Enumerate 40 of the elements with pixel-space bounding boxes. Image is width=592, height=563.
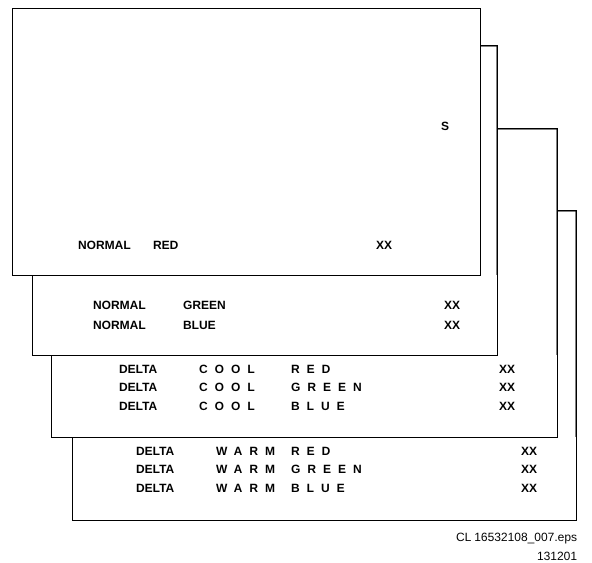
mode-label: NORMAL (93, 298, 146, 312)
value-label: XX (521, 444, 538, 458)
color-label: RED (291, 362, 338, 376)
value-label: XX (521, 481, 538, 495)
color-label: GREEN (183, 298, 226, 312)
mode-label: DELTA (136, 481, 174, 495)
tone-label: WARM (216, 462, 282, 476)
value-label: XX (444, 298, 460, 312)
mode-label: DELTA (119, 380, 158, 394)
file-name-label: CL 16532108_007.eps (456, 530, 577, 544)
value-label: XX (499, 399, 516, 413)
mode-label: DELTA (136, 444, 174, 458)
mode-label: DELTA (119, 399, 158, 413)
value-label: XX (444, 318, 460, 332)
marker-label: S (441, 119, 450, 133)
tone-label: WARM (216, 481, 282, 495)
value-label: XX (521, 462, 538, 476)
value-label: XX (499, 380, 516, 394)
panel-card (72, 437, 577, 521)
tone-label: COOL (199, 362, 262, 376)
tone-label: COOL (199, 399, 262, 413)
mode-label: DELTA (119, 362, 158, 376)
color-label: BLUE (183, 318, 216, 332)
mode-label: NORMAL (93, 318, 146, 332)
color-label: GREEN (291, 462, 369, 476)
mode-label: NORMAL (78, 238, 131, 252)
tone-label: WARM (216, 444, 282, 458)
panel-card (12, 8, 481, 276)
color-label: BLUE (291, 481, 352, 495)
value-label: XX (499, 362, 516, 376)
panel-card (51, 355, 558, 438)
tone-label: COOL (199, 380, 262, 394)
mode-label: DELTA (136, 462, 174, 476)
panel-card (32, 275, 498, 356)
color-label: RED (291, 444, 338, 458)
color-label: RED (153, 238, 178, 252)
color-label: BLUE (291, 399, 352, 413)
color-label: GREEN (291, 380, 369, 394)
date-code-label: 131201 (536, 549, 577, 563)
value-label: XX (376, 238, 392, 252)
